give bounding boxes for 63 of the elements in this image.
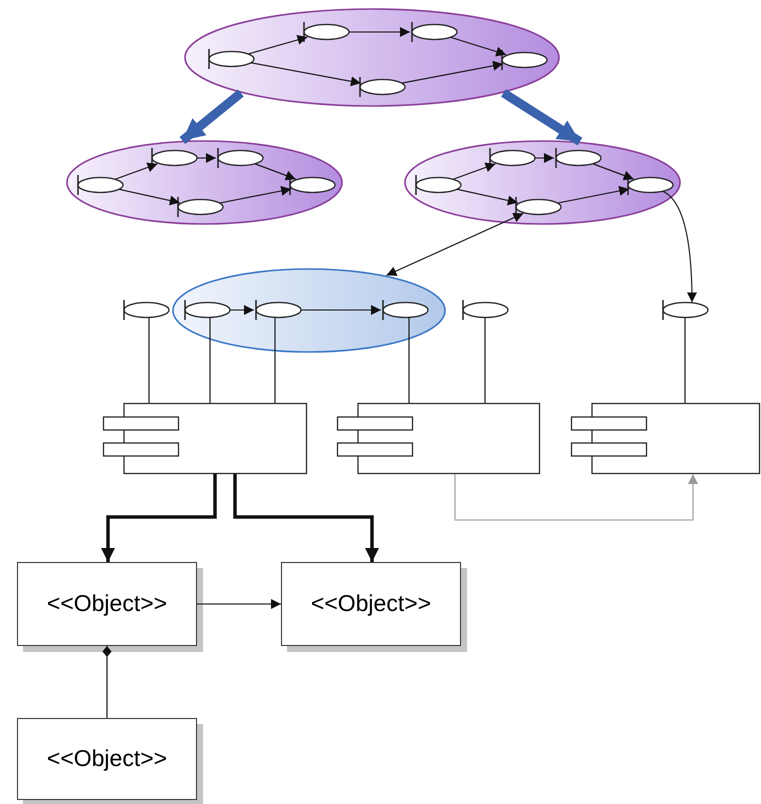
group-ellipse xyxy=(184,8,560,107)
connector-line xyxy=(274,318,276,403)
service-ellipse xyxy=(488,148,535,168)
service-ellipse xyxy=(461,300,508,320)
service-ellipse xyxy=(288,175,335,195)
component-symbol xyxy=(337,403,540,474)
service-ellipse xyxy=(414,175,461,195)
arrow xyxy=(662,191,697,302)
composition-line xyxy=(102,646,112,718)
service-ellipse xyxy=(254,300,301,320)
connector-line xyxy=(148,318,150,403)
arrow xyxy=(349,27,410,37)
group-ellipse xyxy=(172,268,446,353)
service-ellipse xyxy=(122,300,169,320)
arrow xyxy=(454,474,698,521)
arrow xyxy=(535,153,554,163)
arrow xyxy=(450,36,506,56)
object-label: <<Object>> xyxy=(310,591,432,617)
service-ellipse xyxy=(358,77,405,97)
service-ellipse xyxy=(626,175,673,195)
service-ellipse xyxy=(216,148,263,168)
arrow xyxy=(248,35,308,54)
arrow xyxy=(402,60,504,84)
arrow xyxy=(197,153,216,163)
arrow xyxy=(593,163,634,180)
service-ellipse xyxy=(176,197,223,217)
service-ellipse xyxy=(500,50,547,70)
service-ellipse xyxy=(76,175,123,195)
component-symbol xyxy=(571,403,760,474)
arrow xyxy=(457,188,518,206)
arrow xyxy=(255,163,296,180)
arrow xyxy=(119,188,180,206)
arrow xyxy=(251,62,361,86)
connector-line xyxy=(408,318,410,403)
service-ellipse xyxy=(150,148,197,168)
arrow xyxy=(115,162,158,180)
block-arrow xyxy=(501,89,582,146)
connector-line xyxy=(684,318,686,403)
arrow xyxy=(230,305,254,315)
object-label: <<Object>> xyxy=(46,591,168,617)
arrow xyxy=(558,186,630,204)
connector-line xyxy=(209,318,211,403)
block-arrow xyxy=(180,89,244,144)
service-ellipse xyxy=(302,22,349,42)
service-ellipse xyxy=(514,197,561,217)
connector-line xyxy=(484,318,486,403)
service-ellipse xyxy=(661,300,708,320)
object-label: <<Object>> xyxy=(46,746,168,772)
arrow xyxy=(301,305,381,315)
component-symbol xyxy=(103,403,307,474)
service-ellipse xyxy=(554,148,601,168)
arrow xyxy=(101,474,217,562)
double-arrow xyxy=(386,212,524,276)
arrow xyxy=(233,474,379,562)
group-ellipse xyxy=(404,140,681,225)
arrow xyxy=(220,186,292,204)
service-ellipse xyxy=(207,49,254,69)
service-ellipse xyxy=(410,22,457,42)
service-ellipse xyxy=(183,300,230,320)
group-ellipse xyxy=(66,140,343,225)
arrow xyxy=(453,162,496,180)
arrow xyxy=(197,599,281,609)
service-ellipse xyxy=(381,300,428,320)
